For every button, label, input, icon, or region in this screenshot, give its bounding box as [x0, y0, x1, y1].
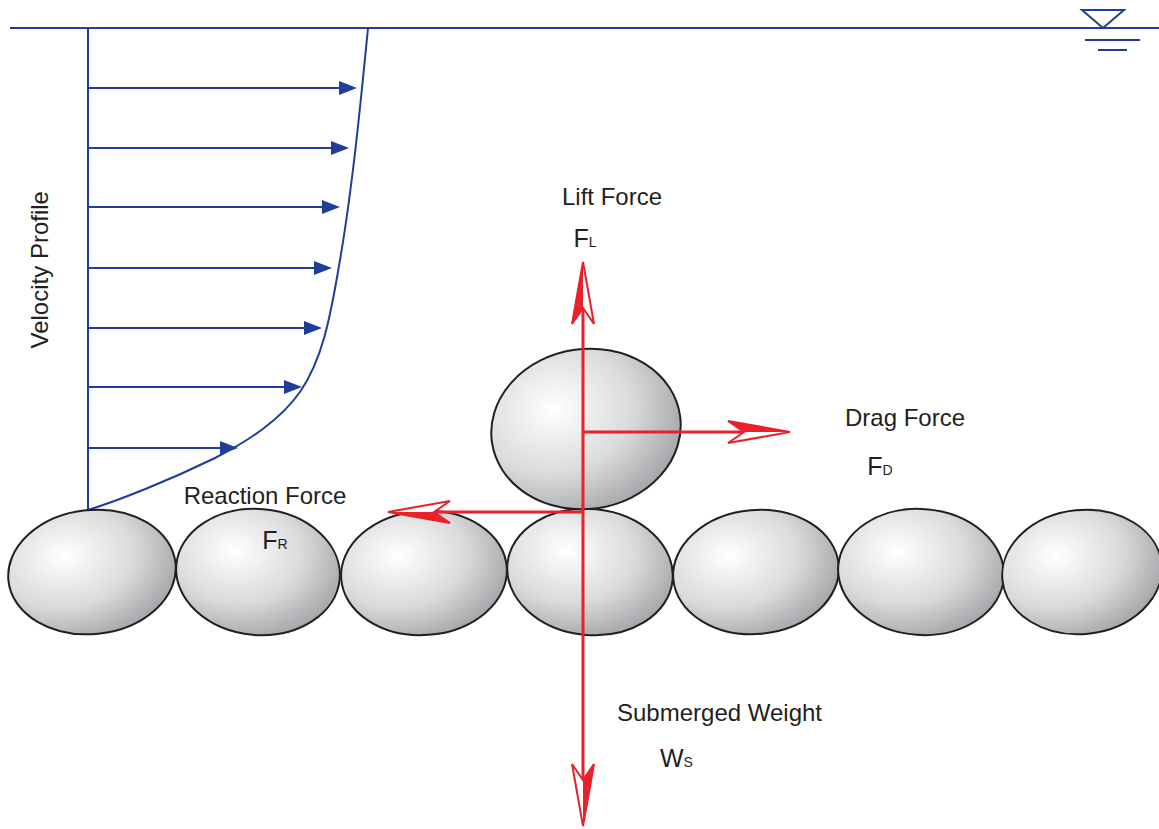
axis-label: Velocity Profile: [26, 191, 54, 348]
water-surface: [10, 27, 1159, 29]
force-symbol: FL: [573, 224, 596, 253]
bed-particles: [2, 501, 1159, 644]
force-symbol: FR: [262, 526, 287, 555]
water-level-symbol: [1082, 10, 1124, 28]
force-symbol: FD: [867, 452, 892, 481]
water-level-symbol: [1085, 39, 1140, 41]
arrowheads: [388, 262, 790, 826]
water-level-symbol: [1098, 49, 1127, 51]
force-label: Reaction Force: [184, 482, 347, 510]
force-label: Drag Force: [845, 404, 965, 432]
velocity-curve: [88, 28, 368, 510]
velocity-arrows: [88, 81, 357, 455]
force-symbol: WS: [660, 744, 693, 773]
moving-particle: [481, 337, 691, 522]
force-label: Submerged Weight: [617, 699, 822, 727]
force-label: Lift Force: [562, 183, 662, 211]
